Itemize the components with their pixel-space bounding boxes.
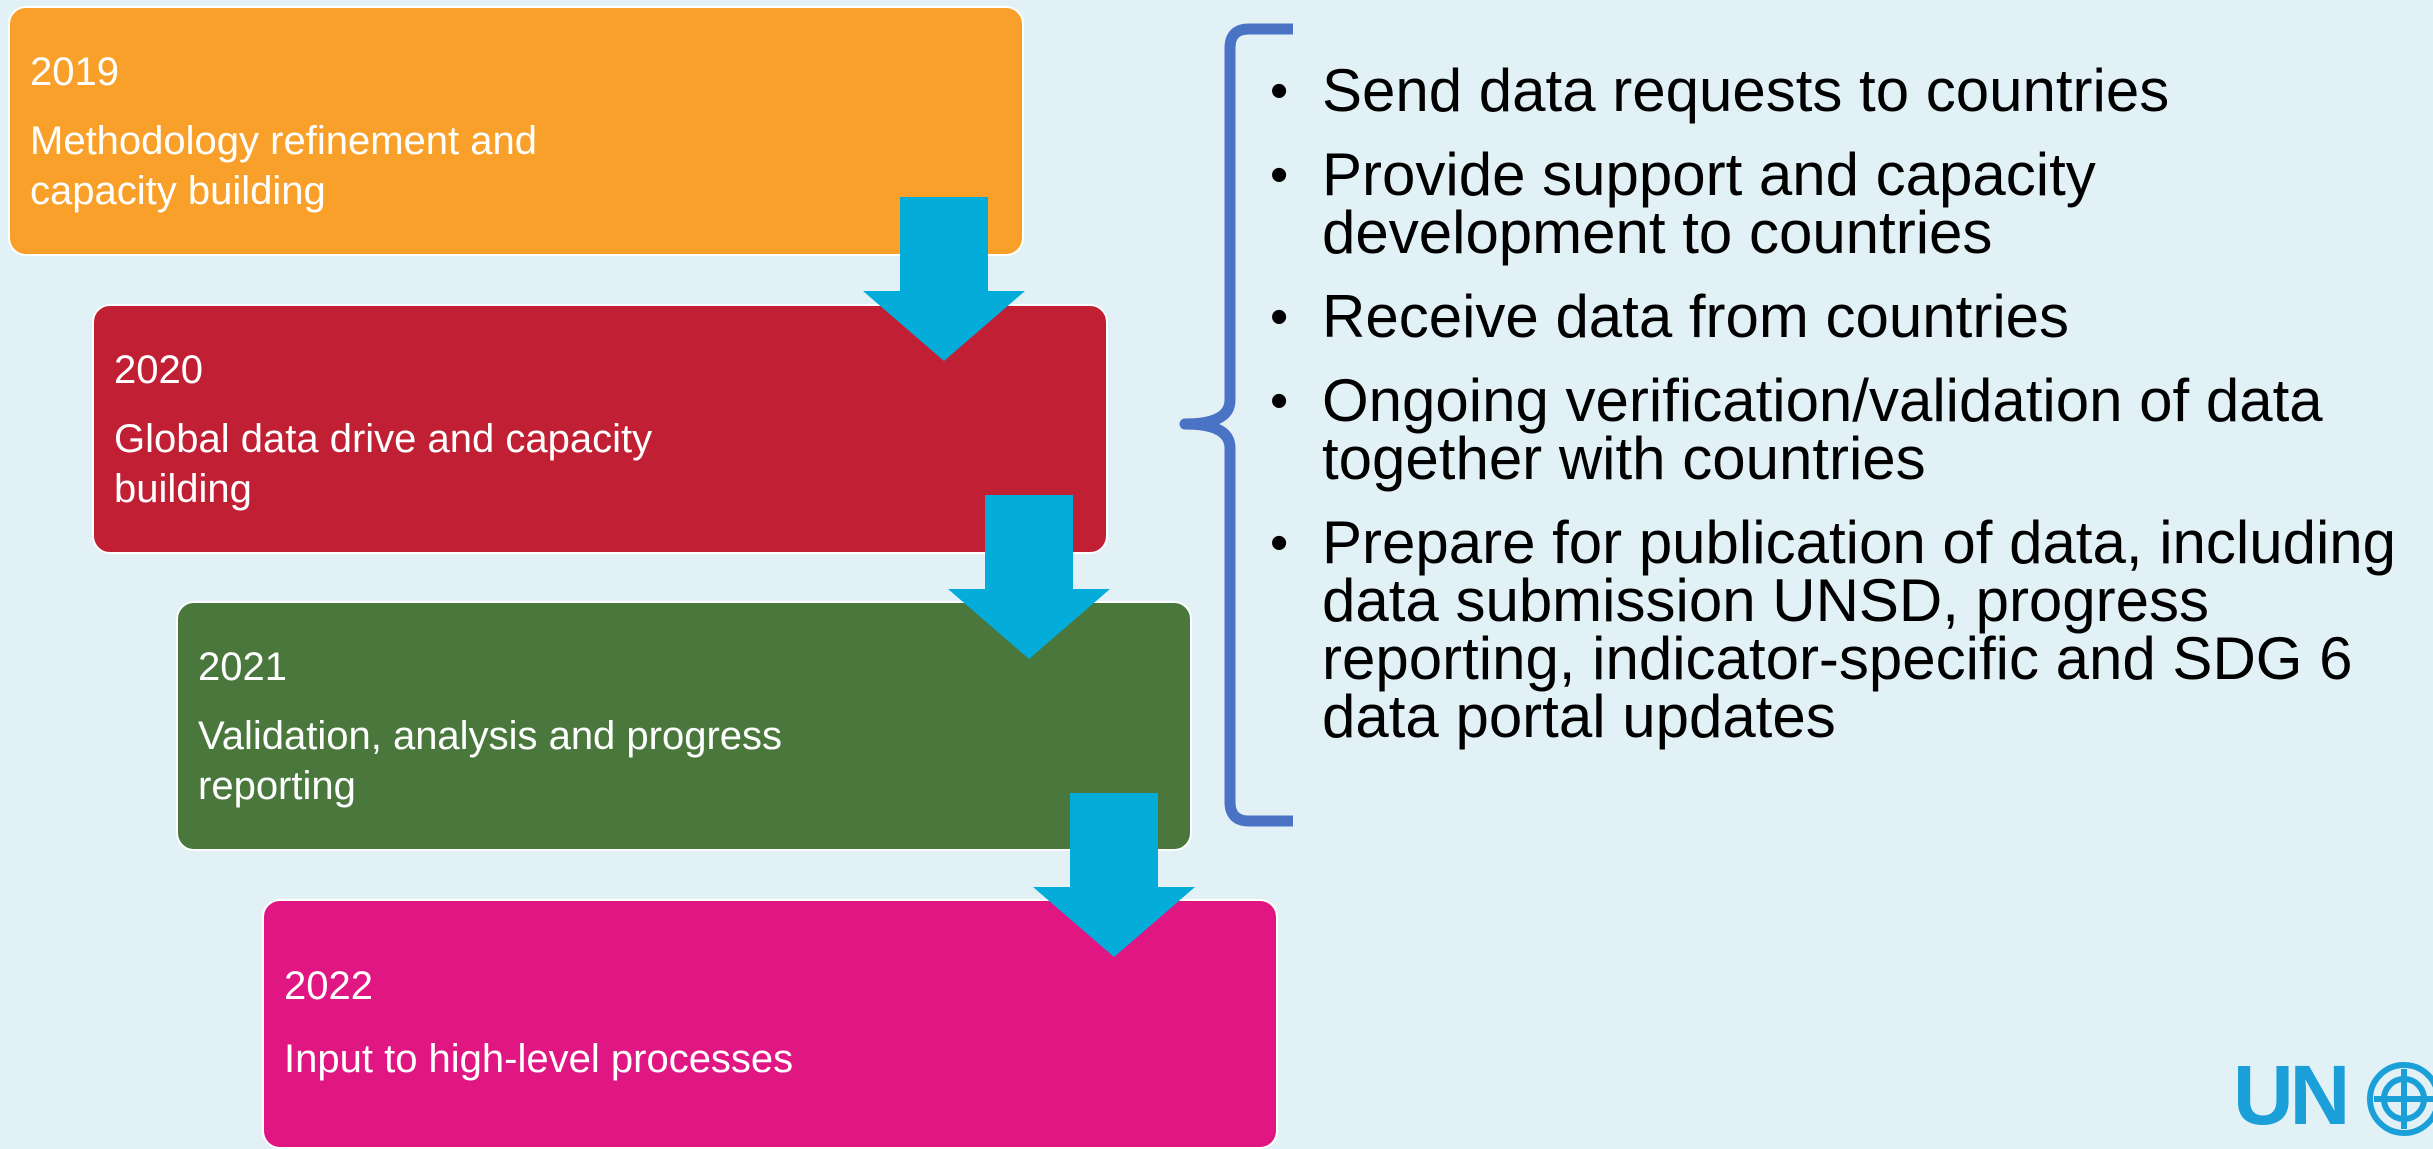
list-item: •Receive data from countries [1270, 283, 2070, 350]
curly-brace-icon [1179, 23, 1293, 827]
bullet-icon: • [1270, 146, 1289, 204]
bullet-icon: • [1270, 372, 1289, 430]
down-arrow-icon [863, 197, 1025, 361]
step-description: Global data drive and capacity building [114, 417, 653, 511]
step-year: 2019 [30, 50, 119, 94]
un-emblem-icon [2367, 1062, 2433, 1136]
list-item: •Send data requests to countries [1270, 57, 2170, 124]
timeline-step-2019: 2019 Methodology refinement and capacity… [8, 6, 1024, 256]
bullet-icon: • [1270, 288, 1289, 346]
down-arrow-icon [948, 495, 1110, 659]
list-item: •Provide support and capacity developmen… [1270, 141, 2096, 266]
logo-text: UN [2233, 1050, 2350, 1142]
bullet-icon: • [1270, 514, 1289, 572]
step-description: Validation, analysis and progress report… [198, 714, 783, 808]
list-item: •Ongoing verification/validation of data… [1270, 367, 2323, 492]
step-year: 2020 [114, 348, 203, 392]
activity-list: •Send data requests to countries •Provid… [1270, 57, 2430, 772]
step-description: Methodology refinement and capacity buil… [30, 119, 537, 213]
bullet-icon: • [1270, 62, 1289, 120]
step-year: 2021 [198, 645, 287, 689]
un-logo: UN [2233, 1050, 2433, 1143]
list-item: •Prepare for publication of data, includ… [1270, 509, 2397, 750]
down-arrow-icon [1033, 793, 1195, 957]
step-description: Input to high-level processes [284, 1037, 794, 1081]
step-year: 2022 [284, 964, 373, 1008]
